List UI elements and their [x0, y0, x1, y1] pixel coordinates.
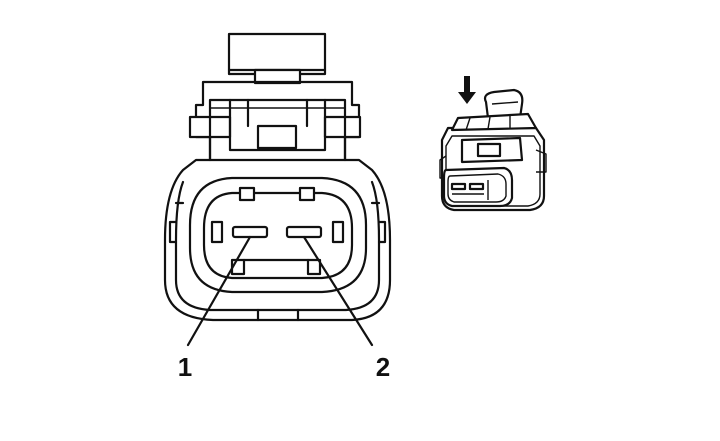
terminal-slot-1 — [231, 225, 269, 239]
leader-line-1 — [186, 235, 252, 347]
top-latch-tab — [227, 32, 327, 76]
terminal-cavity-outer — [188, 176, 368, 294]
pin-label-1: 1 — [178, 352, 192, 382]
terminal-cavity-inner — [202, 191, 354, 280]
terminal-slot-2 — [285, 225, 323, 239]
down-arrow-icon — [458, 76, 476, 104]
right-lock-tab — [323, 115, 362, 139]
pin-label-2: 2 — [376, 352, 390, 382]
leader-line-2 — [302, 235, 374, 347]
connector-thumbnail-view — [439, 76, 547, 212]
outer-housing — [163, 80, 392, 322]
connector-face-view: 1 2 — [163, 32, 392, 382]
